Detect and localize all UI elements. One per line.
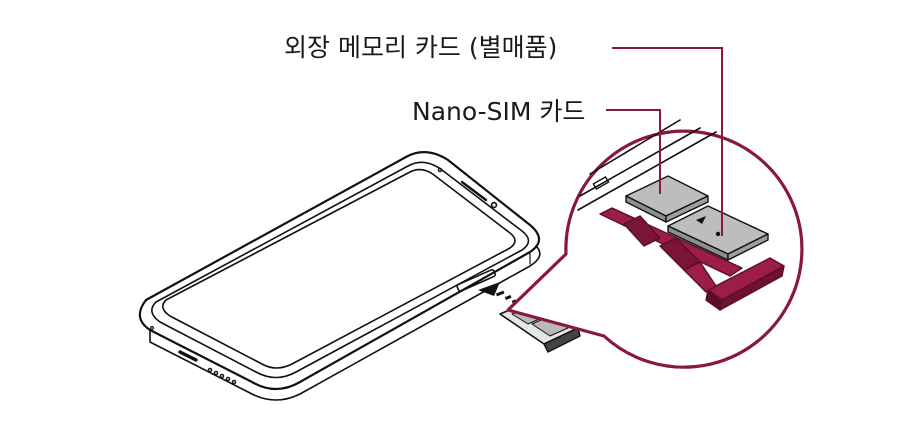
microphone [150, 326, 155, 331]
leader-line-nano-sim [606, 109, 661, 194]
small-tray-cap [543, 327, 581, 353]
magnified-callout [506, 119, 804, 369]
phone-screen [162, 168, 516, 369]
arrow-right-up-icon [478, 282, 500, 296]
usb-port [178, 350, 198, 362]
phone-side-edge [149, 245, 541, 401]
leader-line-memory-card [612, 47, 723, 236]
zoomed-sim-tray [599, 207, 785, 311]
microsd-side-2 [727, 233, 769, 261]
callout-bubble [506, 129, 804, 369]
earpiece [460, 180, 488, 202]
tray-inner-rail [623, 215, 661, 247]
triangle-up-icon [696, 216, 706, 224]
microsd-card [667, 205, 769, 261]
nano-sim-side-2 [665, 195, 709, 223]
nano-sim-card-label: Nano-SIM 카드 [412, 97, 586, 126]
phone-bezel [151, 161, 530, 379]
microsd-contact-dot [715, 231, 721, 237]
nano-sim-card [625, 175, 709, 223]
leader-lines [606, 47, 723, 236]
phone-outer-frame [138, 151, 541, 391]
sensor [437, 167, 443, 173]
tray-cap-front [719, 265, 785, 311]
insert-arrow [478, 282, 517, 304]
speaker-grille [207, 367, 237, 385]
phone [138, 151, 541, 401]
device-edge-zoom [577, 119, 717, 211]
external-memory-card-label: 외장 메모리 카드 (별매품) [284, 33, 558, 62]
tray-connector [683, 261, 717, 293]
phone-sim-slot [456, 268, 497, 292]
front-camera [490, 201, 498, 209]
